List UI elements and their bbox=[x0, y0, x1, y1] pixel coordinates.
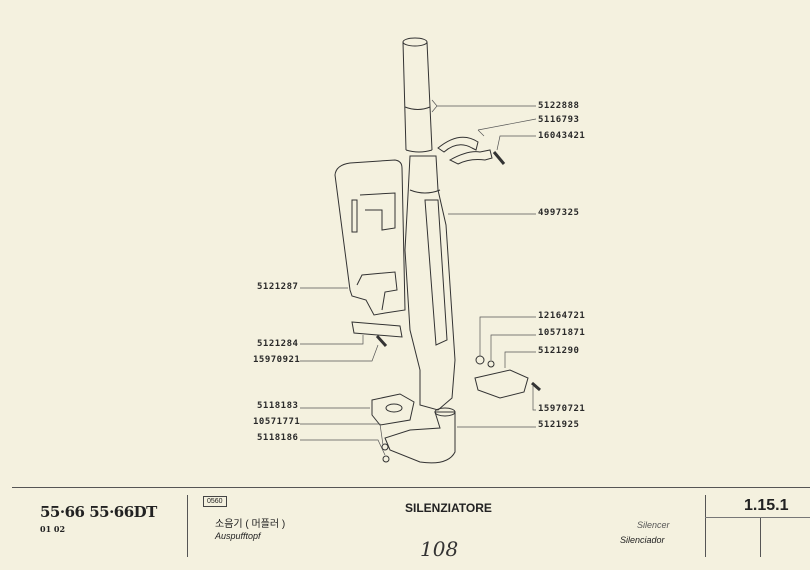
footer-divider bbox=[705, 517, 810, 518]
part-number-label: 10571771 bbox=[253, 417, 301, 427]
title-german: Auspufftopf bbox=[215, 531, 261, 541]
part-number-label: 5121287 bbox=[257, 282, 299, 292]
leader-lines bbox=[300, 99, 537, 456]
muffler-clamp bbox=[474, 355, 541, 399]
title-english: Silencer bbox=[637, 520, 670, 530]
part-number-label: 5121284 bbox=[257, 339, 299, 349]
part-number-label: 5121290 bbox=[538, 346, 580, 356]
model-names: 55·66 55·66DT bbox=[40, 503, 157, 521]
footer-divider bbox=[12, 487, 810, 488]
part-number-label: 15970921 bbox=[253, 355, 301, 365]
part-number-label: 5116793 bbox=[538, 115, 580, 125]
part-number-label: 16043421 bbox=[538, 131, 586, 141]
heat-shield bbox=[334, 159, 406, 316]
part-number-label: 5118186 bbox=[257, 433, 299, 443]
part-number-label: 5121925 bbox=[538, 420, 580, 430]
title-korean: 소음기 ( 머플러 ) bbox=[215, 519, 286, 530]
part-number-label: 5118183 bbox=[257, 401, 299, 411]
title-spanish: Silenciador bbox=[620, 535, 665, 545]
part-number-label: 5122888 bbox=[538, 101, 580, 111]
group-code: 0560 bbox=[203, 496, 227, 507]
page-number: 108 bbox=[420, 537, 459, 561]
tail-pipe bbox=[402, 37, 433, 153]
footer-divider bbox=[705, 495, 706, 557]
pipe-clamp bbox=[437, 136, 506, 165]
bracket bbox=[351, 321, 403, 348]
part-number-label: 10571871 bbox=[538, 328, 586, 338]
part-number-label: 4997325 bbox=[538, 208, 580, 218]
footer-divider bbox=[760, 517, 761, 557]
section-number: 1.15.1 bbox=[744, 497, 789, 514]
elbow-pipe bbox=[371, 393, 456, 464]
part-number-label: 12164721 bbox=[538, 311, 586, 321]
model-variants: 01 02 bbox=[40, 524, 66, 534]
part-number-label: 15970721 bbox=[538, 404, 586, 414]
muffler-body bbox=[404, 155, 456, 411]
footer-divider bbox=[187, 495, 188, 557]
page-title: SILENZIATORE bbox=[405, 501, 492, 515]
